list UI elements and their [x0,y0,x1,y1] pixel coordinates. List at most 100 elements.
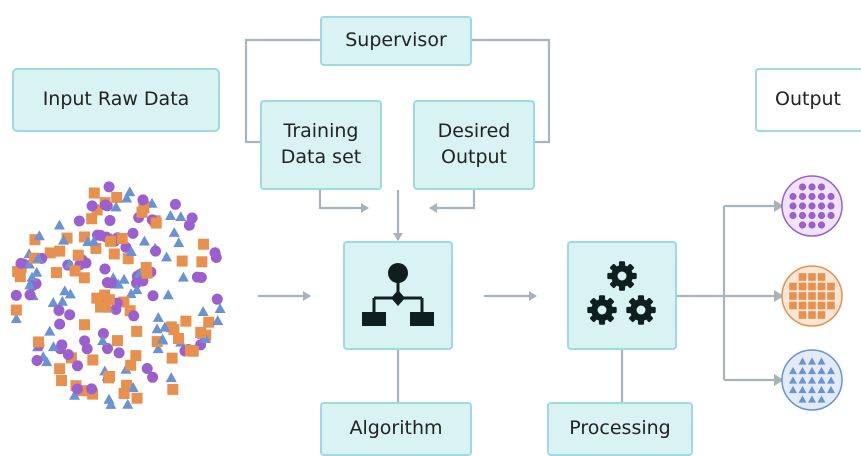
raw-point-orange [78,272,90,284]
raw-point-orange [54,245,66,257]
raw-point-blue [24,279,36,290]
raw-point-purple [86,383,98,395]
raw-point-blue [162,289,174,300]
input-raw-data-label: Input Raw Data [42,88,190,111]
raw-point-orange [54,363,66,375]
raw-point-orange [151,336,163,348]
raw-point-purple [64,309,76,321]
raw-point-orange [150,217,162,229]
raw-point-orange [12,266,24,278]
raw-point-orange [165,321,177,333]
raw-point-orange [166,352,178,364]
raw-point-purple [147,371,159,383]
raw-point-orange [121,379,133,391]
output-point-orange [817,311,826,319]
output-point-orange [808,273,816,281]
raw-point-blue [59,285,71,296]
raw-point-purple [209,247,221,259]
raw-point-blue [175,211,187,222]
raw-point-purple [150,245,162,257]
raw-point-orange [79,319,91,331]
output-point-blue [817,395,826,403]
output-point-blue [808,366,816,375]
output-point-blue [798,395,807,403]
raw-point-orange [118,387,130,399]
raw-point-blue [41,356,53,367]
output-point-blue [817,357,826,365]
raw-point-blue [26,271,38,282]
raw-point-orange [125,359,137,371]
output-point-orange [798,282,807,291]
processing-box: Processing [547,402,693,456]
raw-point-blue [44,325,56,336]
output-point-orange [827,292,835,300]
output-box: Output [755,68,861,132]
raw-point-orange [69,265,81,277]
raw-point-purple [99,199,111,211]
raw-point-purple [147,290,159,302]
raw-point-blue [165,372,177,383]
raw-point-orange [90,242,102,254]
raw-point-purple [137,194,149,206]
raw-point-purple [191,271,203,283]
output-point-purple [827,211,835,220]
output-point-purple [817,192,826,201]
raw-point-blue [48,341,60,352]
output-point-blue [789,385,797,394]
raw-point-blue [97,335,109,346]
output-point-blue [827,385,835,394]
output-point-blue [808,357,816,365]
output-point-purple [817,183,826,191]
raw-point-orange [196,256,208,268]
raw-point-blue [10,313,22,324]
output-point-blue [789,366,797,375]
raw-point-purple [79,335,91,347]
raw-point-purple [169,198,181,210]
raw-point-orange [203,316,215,328]
output-point-purple [817,202,826,210]
processing-icon-box [567,241,677,350]
output-point-orange [798,301,807,310]
raw-point-orange [122,253,134,265]
raw-point-purple [56,339,68,351]
desired-output-label: Desired Output [437,120,511,168]
output-point-purple [798,192,807,201]
raw-point-orange [111,335,123,347]
gear-icon [607,260,637,291]
raw-point-orange [103,370,115,382]
supervisor-label: Supervisor [345,29,447,52]
raw-point-blue [152,311,164,322]
output-point-orange [798,311,807,319]
raw-point-orange [130,350,142,362]
raw-point-orange [176,255,188,267]
raw-point-orange [124,305,136,317]
supervisor-box: Supervisor [320,16,472,66]
raw-point-blue [69,389,81,400]
gears-icon [587,260,656,325]
raw-point-blue [200,333,212,343]
training-connector [318,190,369,213]
raw-point-orange [88,187,100,199]
raw-point-orange [172,332,184,344]
raw-point-orange [116,233,128,245]
algorithm-label: Algorithm [349,417,443,440]
raw-point-orange [167,383,179,395]
raw-point-blue [31,266,43,277]
raw-point-blue [127,382,139,392]
raw-point-purple [73,215,85,227]
output-point-orange [817,282,826,291]
raw-point-blue [152,343,164,354]
raw-point-purple [24,289,36,301]
raw-point-purple [53,304,65,316]
output-point-orange [808,301,816,310]
raw-point-orange [50,267,62,279]
raw-point-blue [122,398,134,409]
raw-point-purple [71,383,83,395]
raw-point-blue [173,237,185,248]
raw-point-blue [131,284,143,295]
output-point-blue [808,385,816,394]
raw-point-purple [95,229,107,241]
output-point-orange [789,301,797,310]
raw-point-blue [164,210,176,220]
